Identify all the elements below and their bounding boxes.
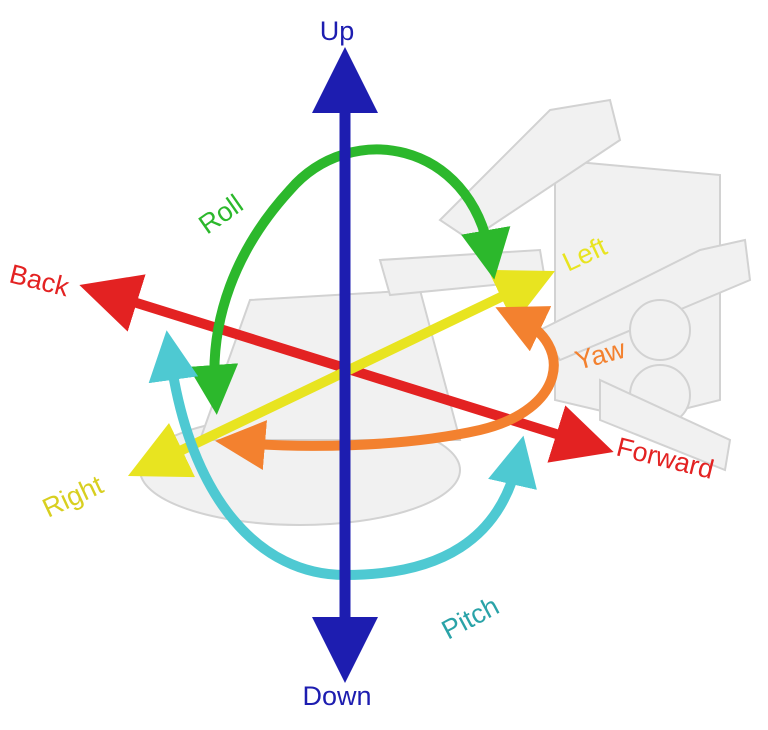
label-pitch: Pitch (437, 591, 504, 646)
label-right: Right (38, 469, 108, 523)
label-back: Back (7, 259, 73, 303)
label-down: Down (302, 681, 371, 711)
label-up: Up (320, 16, 355, 46)
label-roll: Roll (193, 189, 248, 240)
roll-arrow (188, 144, 511, 415)
